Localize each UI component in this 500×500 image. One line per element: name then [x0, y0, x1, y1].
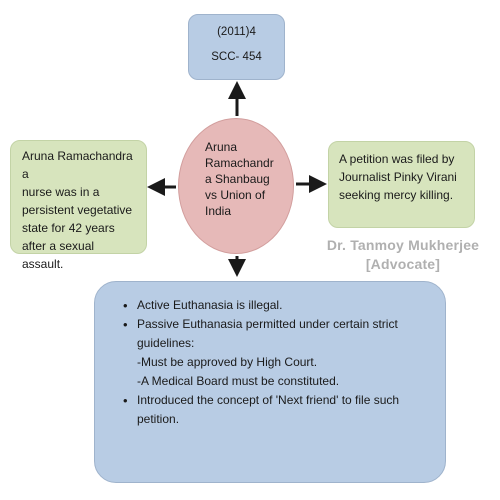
facts-line-3: persistent vegetative — [22, 203, 133, 217]
citation-line-1: (2011)4 — [217, 26, 256, 38]
petition-box: A petition was filed by Journalist Pinky… — [328, 141, 475, 228]
watermark-line-1: Dr. Tanmoy Mukherjee — [326, 237, 480, 253]
petition-line-3: seeking mercy killing. — [339, 188, 454, 202]
watermark-line-2: [Advocate] — [365, 256, 441, 272]
holding-text: Introduced the concept of 'Next friend' … — [137, 393, 400, 407]
holding-text: guidelines: — [137, 336, 195, 350]
case-title-line-1: Aruna — [205, 140, 238, 154]
case-title-line-4: vs Union of — [205, 188, 266, 202]
case-title-line-5: India — [205, 204, 232, 218]
case-title-ellipse: Aruna Ramachandr a Shanbaug vs Union of … — [178, 118, 294, 254]
petition-line-2: Journalist Pinky Virani — [339, 170, 457, 184]
facts-line-4: state for 42 years — [22, 221, 115, 235]
facts-line-2: nurse was in a — [22, 185, 100, 199]
facts-line-5: after a sexual assault. — [22, 239, 95, 271]
holding-item: Active Euthanasia is illegal. — [123, 296, 435, 315]
holding-item: Passive Euthanasia permitted under certa… — [123, 315, 435, 353]
holdings-list: Active Euthanasia is illegal. Passive Eu… — [123, 296, 435, 429]
holding-subitem: -A Medical Board must be constituted. — [137, 374, 340, 388]
holding-text: Active Euthanasia is illegal. — [137, 298, 283, 312]
author-watermark: Dr. Tanmoy Mukherjee [Advocate] — [318, 236, 488, 274]
facts-box: Aruna Ramachandra a nurse was in a persi… — [10, 140, 147, 271]
citation-line-2: SCC- 454 — [211, 51, 262, 63]
facts-line-1: Aruna Ramachandra a — [22, 149, 133, 181]
holding-item: Introduced the concept of 'Next friend' … — [123, 391, 435, 429]
petition-line-1: A petition was filed by — [339, 152, 455, 166]
holding-subitem: -Must be approved by High Court. — [137, 355, 318, 369]
holding-text: petition. — [137, 412, 180, 426]
holdings-box: Active Euthanasia is illegal. Passive Eu… — [94, 281, 446, 483]
holding-text: Passive Euthanasia permitted under certa… — [137, 317, 398, 331]
case-title-line-3: a Shanbaug — [205, 172, 270, 186]
citation-box: (2011)4 SCC- 454 — [188, 14, 285, 80]
case-title-line-2: Ramachandr — [205, 156, 274, 170]
